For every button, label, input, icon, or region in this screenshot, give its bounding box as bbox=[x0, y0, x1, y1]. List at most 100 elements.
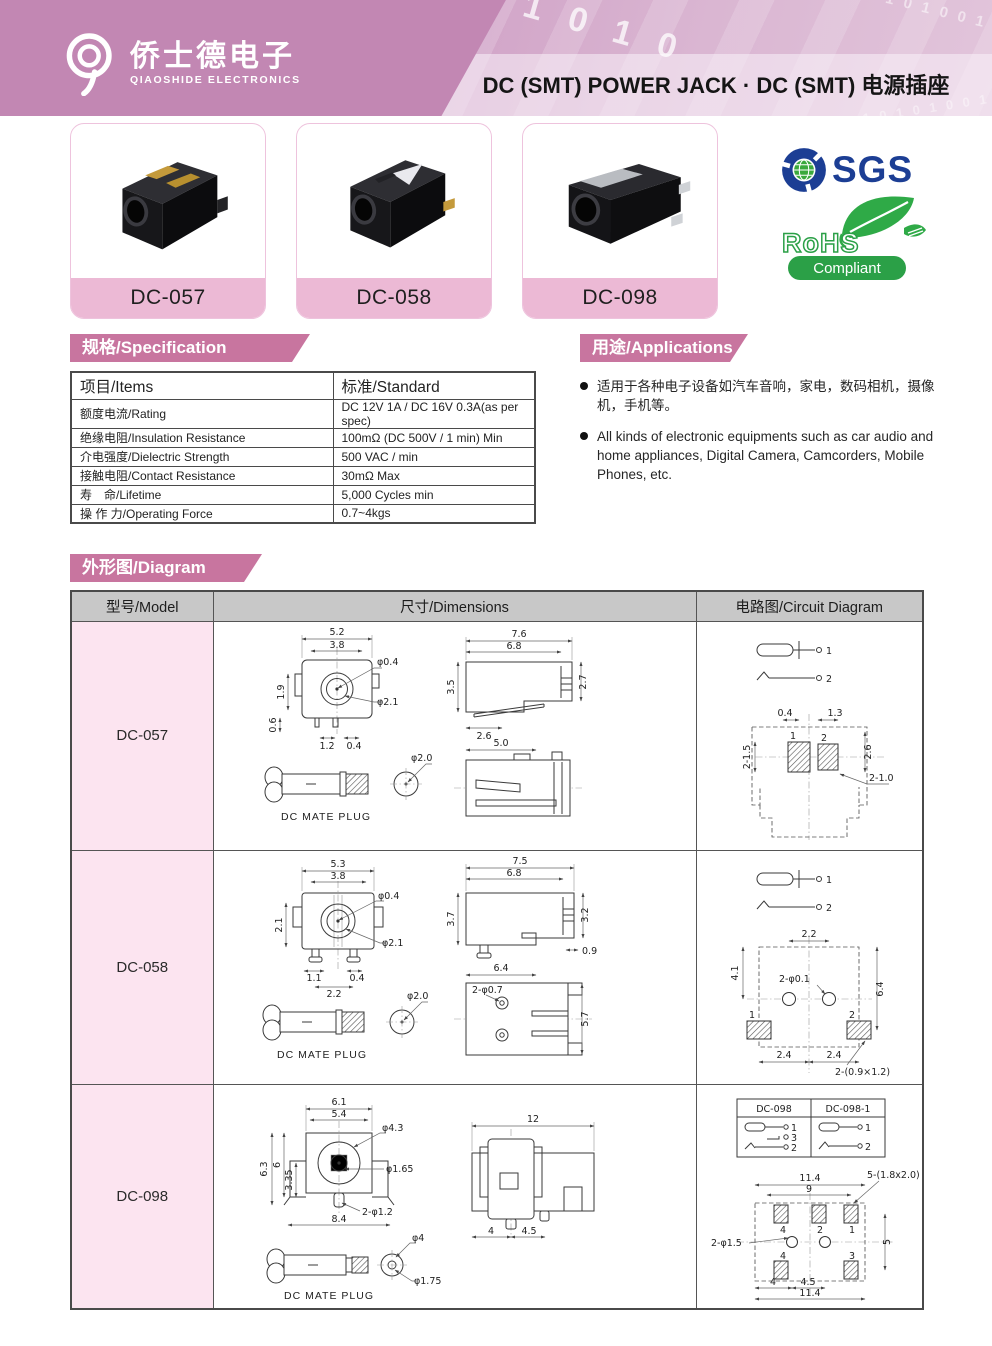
front-view: 5.2 3.8 φ0.4 φ2.1 1.9 0.6 bbox=[268, 627, 398, 752]
svg-text:0.4: 0.4 bbox=[777, 708, 792, 719]
svg-text:5.4: 5.4 bbox=[331, 1109, 346, 1120]
table-row: 绝缘电阻/Insulation Resistance 100mΩ (DC 500… bbox=[70, 427, 536, 448]
svg-text:0.6: 0.6 bbox=[268, 717, 279, 732]
svg-text:0.4: 0.4 bbox=[346, 741, 361, 752]
svg-text:3.8: 3.8 bbox=[329, 640, 344, 651]
spec-section-banner: 规格/Specification bbox=[70, 334, 310, 362]
product-cards: DC-057 DC-058 bbox=[70, 123, 718, 319]
header-band bbox=[0, 0, 506, 116]
svg-text:5.2: 5.2 bbox=[329, 627, 344, 638]
rohs-label: RoHS bbox=[781, 227, 860, 259]
svg-text:4: 4 bbox=[488, 1226, 494, 1237]
model-cell: DC-058 bbox=[70, 849, 214, 1085]
specification-table: 项目/Items 标准/Standard 额度电流/Rating DC 12V … bbox=[70, 371, 536, 524]
svg-text:2-1.5: 2-1.5 bbox=[742, 744, 753, 769]
bottom-view: 6.4 2-φ0.7 5.7 bbox=[454, 963, 592, 1055]
circuit-symbol: 1 2 bbox=[756, 869, 832, 914]
svg-text:4: 4 bbox=[780, 1225, 786, 1236]
svg-text:3: 3 bbox=[849, 1251, 855, 1262]
bullet-icon bbox=[580, 382, 588, 390]
svg-text:11.4: 11.4 bbox=[799, 1173, 820, 1184]
svg-text:12: 12 bbox=[527, 1114, 539, 1125]
svg-text:0.9: 0.9 bbox=[582, 946, 597, 957]
front-view: 6.1 5.4 φ4.3 φ1.65 6.3 6 3 bbox=[259, 1097, 413, 1227]
list-item: All kinds of electronic equipments such … bbox=[580, 427, 948, 484]
svg-text:0.4: 0.4 bbox=[349, 973, 364, 984]
table-row: 接触电阻/Contact Resistance 30mΩ Max bbox=[70, 465, 536, 486]
svg-text:φ2.0: φ2.0 bbox=[411, 753, 432, 764]
circuit-drawing-dc-058: 1 2 bbox=[695, 849, 924, 1085]
spec-item: 操 作 力/Operating Force bbox=[70, 503, 334, 524]
svg-text:DC MATE PLUG: DC MATE PLUG bbox=[284, 1290, 374, 1302]
company-name-cn: 侨士德电子 bbox=[130, 40, 295, 73]
svg-text:1.3: 1.3 bbox=[827, 708, 842, 719]
svg-text:1: 1 bbox=[790, 731, 796, 742]
svg-text:5.7: 5.7 bbox=[580, 1011, 591, 1026]
svg-text:DC MATE PLUG: DC MATE PLUG bbox=[281, 811, 371, 823]
table-row: 介电强度/Dielectric Strength 500 VAC / min bbox=[70, 446, 536, 467]
svg-text:2: 2 bbox=[791, 1143, 797, 1154]
svg-text:φ0.4: φ0.4 bbox=[378, 891, 399, 902]
circuit-drawing-dc-057: 1 2 bbox=[695, 620, 924, 851]
product-model-label: DC-058 bbox=[297, 278, 491, 318]
model-cell: DC-057 bbox=[70, 620, 214, 851]
spec-item: 接触电阻/Contact Resistance bbox=[70, 465, 334, 486]
svg-text:4: 4 bbox=[770, 1277, 776, 1288]
svg-text:2-φ1.2: 2-φ1.2 bbox=[362, 1207, 393, 1218]
svg-text:φ2.1: φ2.1 bbox=[382, 938, 403, 949]
svg-text:3.8: 3.8 bbox=[330, 871, 345, 882]
svg-text:1: 1 bbox=[826, 646, 832, 657]
svg-text:2.6: 2.6 bbox=[863, 744, 874, 759]
table-row: DC-058 bbox=[70, 849, 924, 1085]
svg-text:4: 4 bbox=[780, 1251, 786, 1262]
svg-text:9: 9 bbox=[806, 1184, 812, 1195]
svg-text:φ0.4: φ0.4 bbox=[377, 657, 398, 668]
spec-value: 5,000 Cycles min bbox=[332, 484, 536, 505]
svg-text:1: 1 bbox=[791, 1123, 797, 1134]
rohs-compliant-badge: Compliant bbox=[788, 256, 906, 280]
svg-text:5.3: 5.3 bbox=[330, 859, 345, 870]
svg-text:2.1: 2.1 bbox=[274, 917, 285, 932]
mate-plug-view: φ4 φ1.75 DC MATE PLUG bbox=[266, 1233, 441, 1302]
table-row: 额度电流/Rating DC 12V 1A / DC 16V 0.3A(as p… bbox=[70, 398, 536, 429]
svg-text:5: 5 bbox=[882, 1238, 893, 1244]
applications-list: 适用于各种电子设备如汽车音响，家电，数码相机，摄像机，手机等。 All kind… bbox=[580, 377, 948, 496]
sgs-label: SGS bbox=[832, 149, 914, 190]
page-header: 1 0 1 0 1 0 0 1 0 1 0 0 1 1 0 1 0 1 0 0 … bbox=[0, 0, 992, 116]
svg-text:φ2.0: φ2.0 bbox=[407, 991, 428, 1002]
svg-text:11.4: 11.4 bbox=[799, 1288, 820, 1299]
sgs-logo: SGS bbox=[780, 146, 913, 194]
svg-text:2-1.0: 2-1.0 bbox=[869, 773, 894, 784]
application-text: All kinds of electronic equipments such … bbox=[597, 429, 934, 482]
svg-text:DC-098: DC-098 bbox=[756, 1104, 792, 1115]
svg-text:5-(1.8x2.0): 5-(1.8x2.0) bbox=[867, 1170, 920, 1181]
svg-text:7.5: 7.5 bbox=[512, 856, 527, 867]
svg-text:2: 2 bbox=[821, 733, 827, 744]
bottom-view: 5.0 bbox=[454, 738, 582, 816]
svg-text:3.35: 3.35 bbox=[284, 1169, 295, 1190]
svg-text:4.1: 4.1 bbox=[730, 965, 741, 980]
company-name-en: QIAOSHIDE ELECTRONICS bbox=[130, 74, 301, 86]
spec-value: DC 12V 1A / DC 16V 0.3A(as per spec) bbox=[332, 398, 536, 429]
svg-text:φ2.1: φ2.1 bbox=[377, 697, 398, 708]
svg-text:1: 1 bbox=[865, 1123, 871, 1134]
page-title: DC (SMT) POWER JACK · DC (SMT) 电源插座 bbox=[482, 73, 950, 98]
rohs-logo: RoHS Compliant bbox=[781, 196, 932, 284]
dimensions-drawing-dc-057: 5.2 3.8 φ0.4 φ2.1 1.9 0.6 bbox=[212, 620, 697, 851]
variant-table: DC-098 DC-098-1 1 3 bbox=[736, 1098, 886, 1157]
svg-text:2: 2 bbox=[849, 1010, 855, 1021]
svg-text:2.4: 2.4 bbox=[776, 1050, 791, 1061]
application-text: 适用于各种电子设备如汽车音响，家电，数码相机，摄像机，手机等。 bbox=[597, 379, 935, 413]
bullet-icon bbox=[580, 432, 588, 440]
svg-text:2: 2 bbox=[826, 674, 832, 685]
svg-text:1: 1 bbox=[849, 1225, 855, 1236]
svg-text:6.4: 6.4 bbox=[493, 963, 508, 974]
svg-text:1.2: 1.2 bbox=[319, 741, 334, 752]
svg-text:8.4: 8.4 bbox=[331, 1214, 346, 1225]
product-photo-dc-058 bbox=[297, 124, 491, 278]
svg-text:3.2: 3.2 bbox=[580, 907, 591, 922]
svg-text:6: 6 bbox=[272, 1161, 283, 1167]
svg-text:2.7: 2.7 bbox=[578, 674, 589, 689]
spec-item: 介电强度/Dielectric Strength bbox=[70, 446, 334, 467]
spec-value: 100mΩ (DC 500V / 1 min) Min bbox=[332, 427, 536, 448]
